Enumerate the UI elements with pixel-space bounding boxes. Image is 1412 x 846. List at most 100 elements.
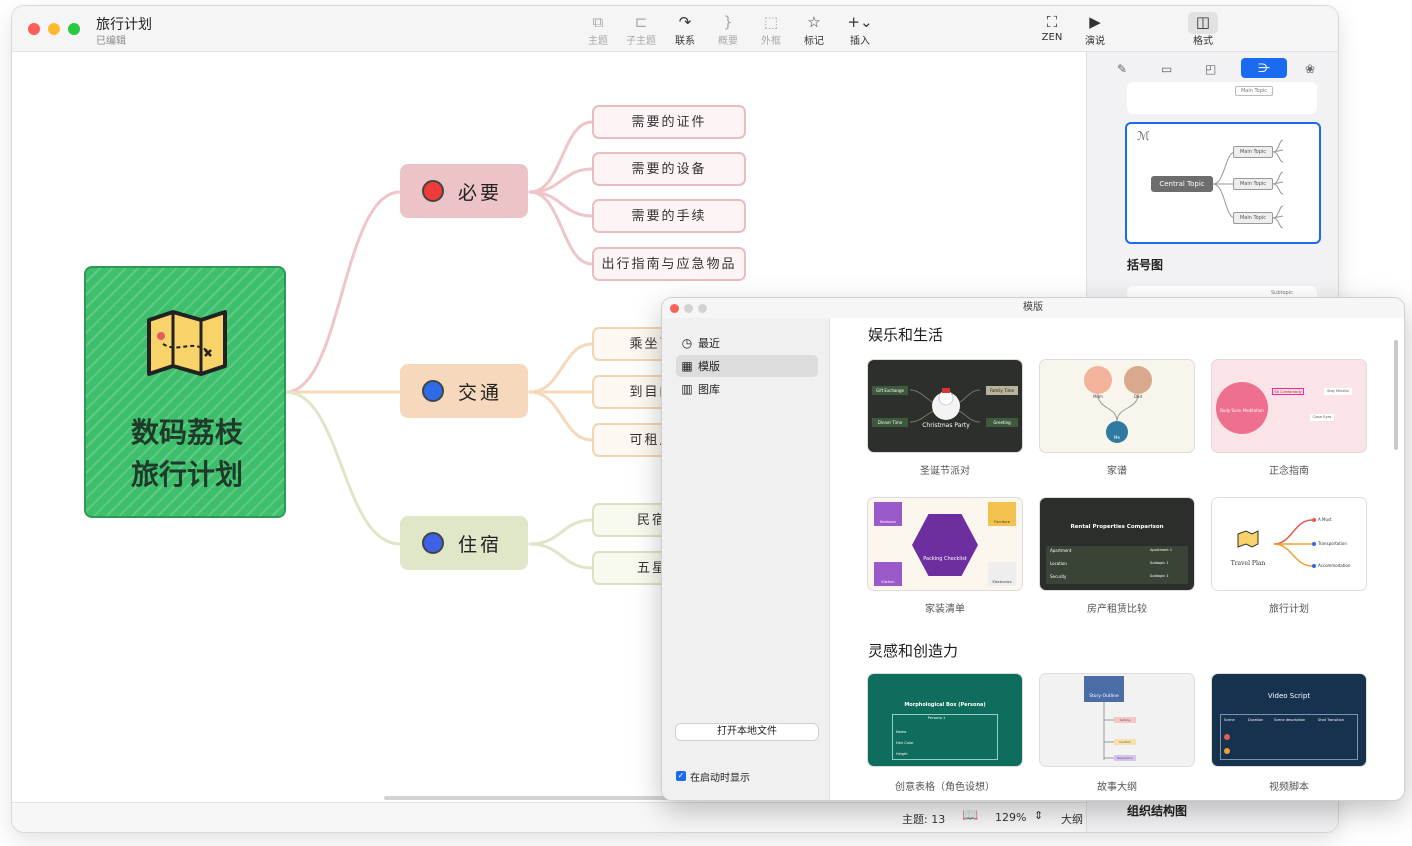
red-marker-icon [422,180,444,202]
section-title: 娱乐和生活 [868,326,944,344]
template-caption: 视频脚本 [1269,782,1309,793]
open-local-file-button[interactable]: 打开本地文件 [676,724,818,740]
dialog-sidebar: ◷最近 ▦模版 ▥图库 打开本地文件 ✓ 在启动时显示 [662,318,830,800]
svg-text:ℳ: ℳ [1137,129,1150,143]
fullscreen-icon: ⛶ [1046,13,1058,31]
template-caption: 家谱 [1107,466,1127,477]
template-card-mindfulness[interactable]: Body Scan Meditation Sit Comfortably Sta… [1212,360,1366,452]
template-card-video-script[interactable]: Video Script Scene Duration Scene descri… [1212,674,1366,766]
central-topic[interactable]: 数码荔枝 旅行计划 [84,266,286,518]
grid-icon: ▦ [681,359,693,373]
zoom-stepper-icon[interactable]: ⇕ [1034,809,1044,822]
minimize-dialog-button [684,304,693,313]
brace-map-preview: ℳ [1137,129,1284,229]
horizontal-scrollbar[interactable] [384,796,674,800]
subtopic[interactable]: 出行指南与应急物品 [592,247,746,281]
template-caption: 房产租赁比较 [1087,604,1147,615]
book-icon[interactable]: 📖 [962,808,979,823]
format-button[interactable]: ◫ 格式 [1181,12,1225,47]
zoom-level[interactable]: 129% [995,811,1027,824]
main-topic-transport[interactable]: 交通 [400,364,528,418]
template-caption: 创意表格（角色设想） [895,782,995,793]
summary-button[interactable]: } 概要 [706,12,750,47]
blue-marker-icon [422,380,444,402]
vertical-scrollbar[interactable] [1394,340,1398,450]
template-caption: 圣诞节派对 [920,466,970,477]
subtopic-button[interactable]: ⊏ 子主题 [619,12,663,47]
star-icon: ☆ [807,13,821,31]
template-caption: 正念指南 [1269,466,1309,477]
blue-marker-icon [422,532,444,554]
summary-icon: } [723,13,733,31]
outline-button[interactable]: 大纲 [1061,813,1083,826]
close-dialog-button[interactable] [670,304,679,313]
template-card-travel-plan[interactable]: Travel Plan A Must Transportation Accomm… [1212,498,1366,590]
play-icon: ▶ [1089,13,1101,31]
template-caption: 故事大纲 [1097,782,1137,793]
template-card-packing[interactable]: Packing Checklist Bedroom Furniture Kitc… [868,498,1022,590]
close-window-button[interactable] [28,23,40,35]
marker-button[interactable]: ☆ 标记 [792,12,836,47]
nav-templates[interactable]: ▦模版 [676,355,818,377]
show-on-launch-checkbox[interactable]: ✓ [676,771,686,781]
structure-section-title: 组织结构图 [1127,804,1188,818]
slide-icon[interactable]: ▭ [1161,62,1173,76]
sticker-icon[interactable]: ◰ [1205,62,1217,76]
scene-dot-icon [1224,748,1230,754]
subtopic[interactable]: 需要的证件 [592,105,746,139]
family-tree-preview [1084,366,1152,443]
topic-icon: ⧉ [592,13,604,31]
rental-table [1046,546,1188,584]
zoom-window-button[interactable] [68,23,80,35]
structure-section-title: 括号图 [1127,258,1164,272]
story-outline-preview [1084,676,1124,760]
connection-lines [284,120,594,570]
minimize-window-button[interactable] [48,23,60,35]
central-topic-text: 数码荔枝 旅行计划 [130,416,243,491]
library-icon: ▥ [681,382,693,396]
mindfulness-circle [1216,382,1268,434]
nav-gallery[interactable]: ▥图库 [676,378,818,400]
relationship-button[interactable]: ↷ 联系 [663,12,707,47]
scene-dot-icon [1224,734,1230,740]
template-card-christmas[interactable]: Gift Exchange Family Time Dinner Time Gr… [868,360,1022,452]
boundary-icon: ⬚ [763,13,779,31]
zoom-dialog-button [698,304,707,313]
boundary-button[interactable]: ⬚ 外框 [749,12,793,47]
structure-thumbnail-selected[interactable]: ℳ Central Topic Main Topic Main Topic Ma… [1125,122,1321,244]
persona-table [892,714,998,760]
template-card-rental[interactable]: Rental Properties Comparison Apartment L… [1040,498,1194,590]
structure-thumbnail[interactable]: Main Topic [1127,82,1317,114]
nav-recent[interactable]: ◷最近 [676,332,818,354]
template-card-story-outline[interactable]: Story Outline Setting Conflict Resolutio… [1040,674,1194,766]
relationship-icon: ↷ [678,13,692,31]
main-topic-required[interactable]: 必要 [400,164,528,218]
travel-plan-preview [1237,518,1316,568]
structure-icon[interactable]: ⋺ [1241,58,1287,78]
subtopic[interactable]: 需要的设备 [592,152,746,186]
document-title: 旅行计划 [96,17,152,33]
section-title: 灵感和创造力 [868,642,959,660]
main-topic-lodging[interactable]: 住宿 [400,516,528,570]
zen-button[interactable]: ⛶ ZEN [1030,12,1074,43]
template-card-morphological[interactable]: Morphological Box (Persona) Persona 1 Na… [868,674,1022,766]
subtopic-icon: ⊏ [634,13,648,31]
clock-icon: ◷ [681,336,693,350]
style-icon[interactable]: ✎ [1117,62,1128,76]
theme-icon[interactable]: ❀ [1305,62,1316,76]
template-caption: 旅行计划 [1269,604,1309,615]
subtopic[interactable]: 需要的手续 [592,199,746,233]
packing-hexagon [912,514,978,576]
present-button[interactable]: ▶ 演说 [1073,12,1117,47]
format-toggle-bg [1188,12,1218,34]
sidebar-icon: ◫ [1195,13,1211,31]
template-dialog: 模版 ◷最近 ▦模版 ▥图库 打开本地文件 ✓ 在启动时显示 娱乐和生活 Gif… [662,298,1404,800]
insert-button[interactable]: +⌄ 插入 [838,12,882,47]
toolbar: 旅行计划 已编辑 ⧉ 主题 ⊏ 子主题 ↷ 联系 } 概要 ⬚ 外框 ☆ 标记 … [12,6,1338,52]
christmas-preview [909,388,981,423]
show-on-launch-label: 在启动时显示 [690,773,750,784]
template-card-family-tree[interactable]: Mom Dad Me [1040,360,1194,452]
video-script-table [1220,714,1358,760]
topic-count: 主题: 13 [902,813,946,826]
topic-button[interactable]: ⧉ 主题 [576,12,620,47]
